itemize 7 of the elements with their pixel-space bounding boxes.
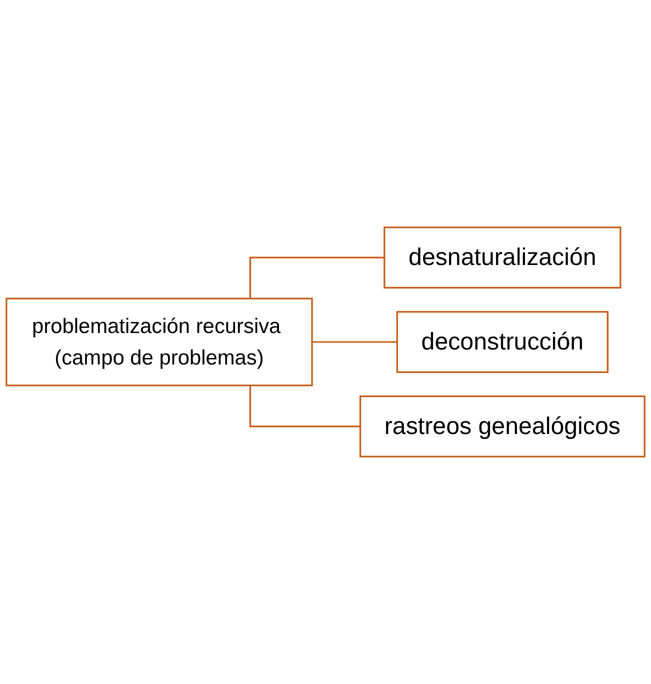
node-box: deconstrucción bbox=[396, 311, 608, 373]
node-box: desnaturalización bbox=[384, 226, 622, 289]
node-box: rastreos genealógicos bbox=[359, 395, 646, 458]
connector bbox=[311, 341, 398, 343]
connector bbox=[249, 385, 360, 428]
connector bbox=[249, 256, 384, 299]
node-box: problematización recursiva (campo de problemas) bbox=[6, 298, 313, 386]
